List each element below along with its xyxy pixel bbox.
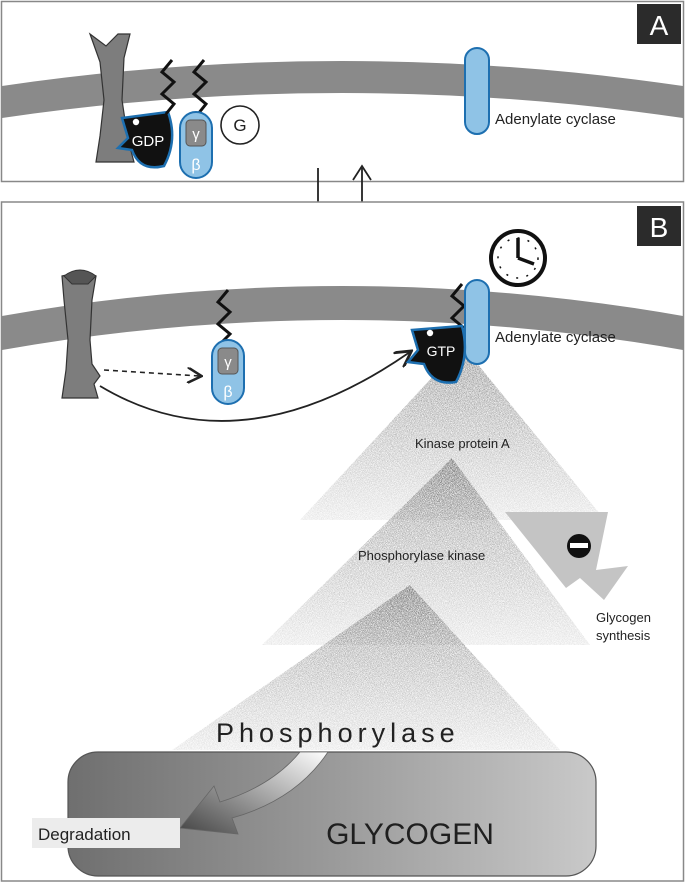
beta-label-a: β xyxy=(191,157,200,174)
panel-b: γ β Adenylate cyclase GTP Kinase protein… xyxy=(0,201,685,882)
glycogen-label: GLYCOGEN xyxy=(326,818,494,851)
g-alpha-subunit-b xyxy=(405,324,467,384)
membrane-b xyxy=(2,286,683,350)
adenylate-cyclase-label-a: Adenylate cyclase xyxy=(495,111,616,128)
kinase-protein-a-label: Kinase protein A xyxy=(415,436,510,451)
adenylate-cyclase-a xyxy=(464,47,490,135)
gtp-label: GTP xyxy=(427,343,456,359)
degradation-label: Degradation xyxy=(38,825,131,844)
degradation-arrow xyxy=(179,751,329,835)
cascade-cones xyxy=(172,345,605,750)
gdp-label: GDP xyxy=(132,133,165,150)
beta-label-b: β xyxy=(223,384,232,401)
degradation-box xyxy=(32,818,180,848)
adenylate-cyclase-b xyxy=(464,279,490,365)
panel-a-letter: A xyxy=(650,10,669,41)
g-label: G xyxy=(233,116,246,135)
gamma-label-a: γ xyxy=(192,126,200,143)
glycogen-synthesis-arrow xyxy=(505,512,628,600)
clock-icon xyxy=(489,229,547,287)
panel-b-letter: B xyxy=(650,212,669,243)
lipid-anchor-a2 xyxy=(191,59,209,115)
gamma-label-b: γ xyxy=(224,354,232,371)
g-alpha-subunit-a xyxy=(115,110,174,169)
adenylate-cyclase-label-b: Adenylate cyclase xyxy=(495,329,616,346)
phosphorylase-kinase-label: Phosphorylase kinase xyxy=(358,548,485,563)
glycogen-synthesis-label-2: synthesis xyxy=(596,628,651,643)
panel-a-badge xyxy=(637,4,681,44)
g-protein-circle xyxy=(220,105,260,145)
membrane-a xyxy=(2,61,683,118)
glycogen-block xyxy=(67,751,597,877)
dashed-arrow xyxy=(103,370,200,376)
lipid-anchor-a1 xyxy=(159,59,177,115)
panel-a: GDP γ β G Adenylate cyclase A xyxy=(0,0,685,183)
glycogen-synthesis-label-1: Glycogen xyxy=(596,610,651,625)
receptor-b xyxy=(61,271,101,399)
phosphorylase-label: Phosphorylase xyxy=(216,718,460,748)
lipid-anchor-b1 xyxy=(215,289,233,344)
inhibition-minus-icon xyxy=(567,534,591,558)
receptor-ligand-cap xyxy=(63,269,97,285)
panel-b-badge xyxy=(637,206,681,246)
curved-arrow xyxy=(99,352,410,422)
